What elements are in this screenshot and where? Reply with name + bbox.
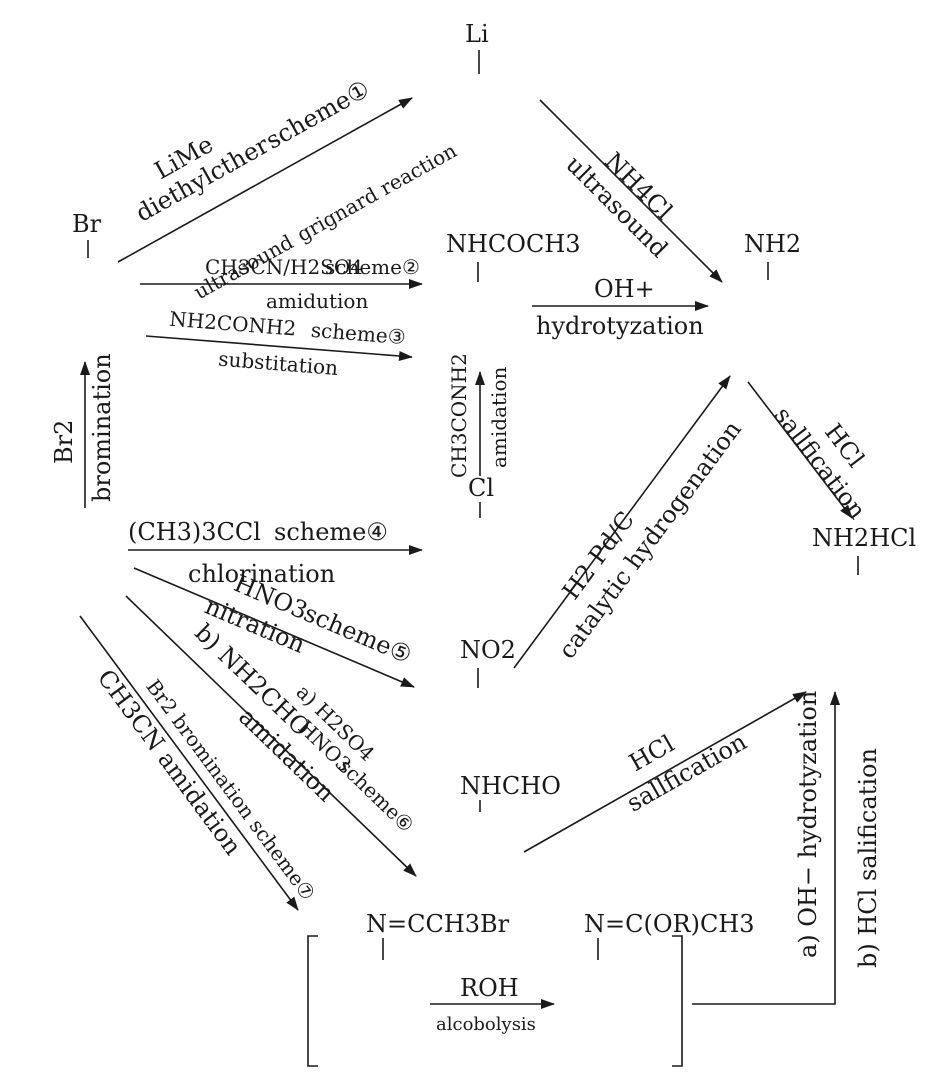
hyd-cond: hydrotyzation bbox=[536, 312, 704, 340]
arrow-hcl-salification bbox=[523, 691, 807, 853]
s4-reagent: (CH3)3CCl bbox=[128, 518, 261, 546]
label-imine-br: N=CCH3Br bbox=[366, 910, 510, 938]
arrow-scheme6 bbox=[125, 595, 417, 877]
s6-scheme: scheme⑥ bbox=[334, 754, 419, 837]
bromo-imine-adamantane: N=CCH3Br bbox=[366, 910, 510, 961]
li-adamantane: Li bbox=[465, 20, 489, 75]
br-cond: bromination bbox=[88, 353, 116, 502]
arrow-nh4cl bbox=[539, 99, 723, 283]
s1-scheme: scheme① bbox=[261, 75, 374, 155]
amine-hydrochloride-adamantane: NH2HCl bbox=[812, 524, 916, 576]
label-nhcho: NHCHO bbox=[460, 772, 561, 800]
s5-scheme: scheme⑤ bbox=[300, 599, 416, 669]
arrow-final-hydrolysis bbox=[692, 691, 840, 1005]
label-li: Li bbox=[465, 20, 489, 48]
arrows bbox=[79, 97, 853, 1009]
roh-reagent: ROH bbox=[460, 974, 519, 1002]
s4-scheme: scheme④ bbox=[274, 518, 388, 546]
arrow-hydrogenation bbox=[513, 375, 731, 669]
bromo-adamantane: Br bbox=[72, 210, 102, 259]
h2-cond: catalytic hydrogenation bbox=[553, 416, 747, 664]
acetamido-adamantane: NHCOCH3 bbox=[446, 230, 581, 283]
final-a: a) OH− hydrotyzation bbox=[794, 691, 822, 958]
label-no2: NO2 bbox=[460, 636, 516, 664]
nitro-adamantane: NO2 bbox=[460, 636, 516, 689]
label-cl: Cl bbox=[468, 474, 494, 502]
arrow-scheme3 bbox=[145, 335, 413, 361]
label-br: Br bbox=[72, 210, 102, 238]
label-nh2hcl: NH2HCl bbox=[812, 524, 916, 552]
hyd-reagent: OH+ bbox=[594, 275, 655, 303]
br-reagent: Br2 bbox=[50, 420, 78, 464]
arrow-scheme7 bbox=[79, 615, 299, 911]
chloro-adamantane: Cl bbox=[468, 474, 494, 519]
amino-adamantane: NH2 bbox=[744, 230, 801, 281]
s2-scheme: scheme② bbox=[325, 255, 420, 279]
final-b: b) HCl salification bbox=[854, 748, 882, 968]
intermediate-brackets bbox=[307, 935, 683, 1067]
cl-cond: amidation bbox=[487, 367, 511, 468]
arrow-scheme5 bbox=[133, 567, 415, 688]
formamido-adamantane: NHCHO bbox=[460, 772, 561, 813]
s4-cond: chlorination bbox=[188, 560, 335, 588]
s2-reagent: CH3CN/H2SO4 bbox=[205, 255, 363, 279]
s2-cond: amidution bbox=[266, 289, 368, 313]
label-nh2: NH2 bbox=[744, 230, 801, 258]
reaction-labels: LiMe diethylcther scheme① ultrasound gri… bbox=[50, 75, 882, 1035]
arrow-scheme1 bbox=[117, 97, 413, 263]
label-nhcoch3: NHCOCH3 bbox=[446, 230, 581, 258]
s1-cond-b: grignard reaction bbox=[293, 138, 461, 246]
s3-scheme: scheme③ bbox=[310, 318, 407, 349]
s3-cond: substitation bbox=[218, 347, 340, 380]
label-imidate: N=C(OR)CH3 bbox=[584, 910, 755, 938]
cl-reagent: CH3CONH2 bbox=[447, 353, 471, 478]
roh-cond: alcobolysis bbox=[436, 1014, 536, 1035]
arrow-salification bbox=[747, 381, 853, 519]
imidate-adamantane: N=C(OR)CH3 bbox=[584, 910, 755, 961]
